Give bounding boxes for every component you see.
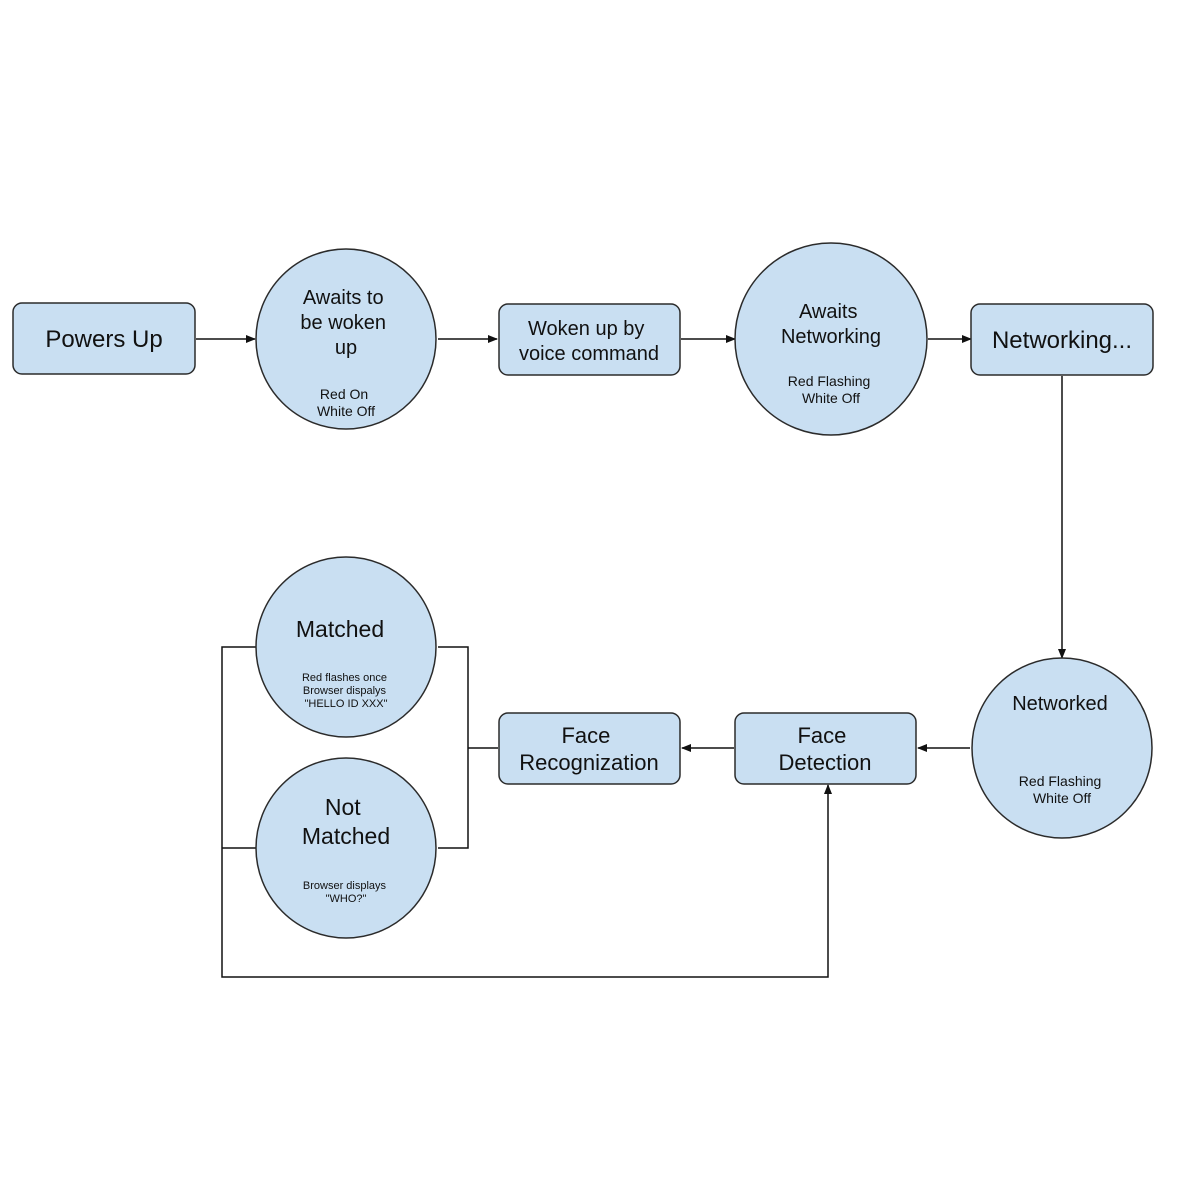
awaits-woken-status-line-1: Red On <box>320 386 368 402</box>
networked-status-line-1: Red Flashing <box>1019 773 1102 789</box>
face-detection-label-line-2: Detection <box>779 750 872 775</box>
awaits-woken-circle <box>255 248 437 430</box>
not-matched-status-line-1: Browser displays <box>303 880 387 892</box>
networked-circle <box>971 657 1153 839</box>
svg-text:Powers Up: Powers Up <box>45 326 162 353</box>
awaits-network-label-line-2: Networking <box>781 326 881 348</box>
networking-box <box>970 303 1154 376</box>
networking-label-line-1: Networking... <box>992 327 1132 354</box>
matched-status-line-1: Red flashes once <box>302 672 387 684</box>
awaits-woken-label-line-2: be woken <box>300 312 386 334</box>
svg-text:Not Matched: Not Matched <box>302 794 390 849</box>
svg-text:Awaits to be woken: Awaits to be woken up <box>300 287 391 359</box>
svg-text:Red On White Off: Red On White Off <box>317 386 375 419</box>
awaits-network-label-line-1: Awaits <box>799 301 858 323</box>
awaits-network-status-line-2: White Off <box>802 390 860 406</box>
powers-up-label-line-1: Powers Up <box>45 326 162 353</box>
svg-text:Networked: Networked <box>1012 693 1108 715</box>
node-networking: Networking... <box>970 303 1154 376</box>
edge-results-loop-back <box>221 646 832 978</box>
node-awaits-network: Awaits Networking Red Flashing White Off <box>734 242 928 436</box>
matched-label-line-1: Matched <box>296 616 384 642</box>
woken-voice-box <box>498 303 681 376</box>
networked-status-line-2: White Off <box>1033 790 1091 806</box>
face-recognition-label-line-1: Face <box>561 723 610 748</box>
woken-voice-label-line-2: voice command <box>519 343 659 365</box>
awaits-woken-label-line-1: Awaits to <box>303 287 384 309</box>
node-woken-voice: Woken up by voice command <box>498 303 681 376</box>
awaits-woken-status-line-2: White Off <box>317 403 375 419</box>
face-detection-label-line-1: Face <box>797 723 846 748</box>
face-recognition-box <box>498 712 681 785</box>
not-matched-status-line-2: "WHO?" <box>326 893 367 905</box>
svg-text:Browser displays "WHO?": Browser displays "WHO?" <box>303 880 389 905</box>
not-matched-circle <box>255 757 437 939</box>
svg-text:Red Flashing White Off: Red Flashing White Off <box>788 373 874 406</box>
node-matched: Matched Red flashes once Browser dispaly… <box>255 556 437 738</box>
awaits-woken-label-line-3: up <box>335 337 357 359</box>
matched-status-line-2: Browser dispalys <box>303 685 387 697</box>
awaits-network-circle <box>734 242 928 436</box>
node-face-detection: Face Detection <box>734 712 917 785</box>
connectors <box>196 335 1066 978</box>
woken-voice-label-line-1: Woken up by <box>528 318 644 340</box>
node-awaits-woken: Awaits to be woken up Red On White Off <box>255 248 437 430</box>
svg-text:Woken up by voice comman: Woken up by voice command <box>519 318 659 365</box>
face-recognition-label-line-2: Recognization <box>519 750 658 775</box>
svg-text:Red flashes once Browser: Red flashes once Browser dispalys "HELLO… <box>302 672 390 710</box>
svg-text:Face Recognization: Face Recognization <box>519 723 658 775</box>
not-matched-label-line-2: Matched <box>302 823 390 849</box>
awaits-network-status-line-1: Red Flashing <box>788 373 871 389</box>
edge-face-recognition-to-results <box>438 646 469 849</box>
svg-text:Networking...: Networking... <box>992 327 1132 354</box>
matched-status-line-3: "HELLO ID XXX" <box>304 698 387 710</box>
svg-text:Red Flashing White Off: Red Flashing White Off <box>1019 773 1105 806</box>
not-matched-label-line-1: Not <box>325 794 361 820</box>
node-networked: Networked Red Flashing White Off <box>971 657 1153 839</box>
svg-text:Awaits Networking: Awaits Networking <box>781 301 881 348</box>
node-powers-up: Powers Up <box>12 302 196 375</box>
svg-text:Face Detection: Face Detection <box>779 723 872 775</box>
face-detection-box <box>734 712 917 785</box>
powers-up-box <box>12 302 196 375</box>
node-not-matched: Not Matched Browser displays "WHO?" <box>255 757 437 939</box>
svg-text:Matched: Matched <box>296 616 384 642</box>
matched-circle <box>255 556 437 738</box>
networked-label-line-1: Networked <box>1012 693 1108 715</box>
node-face-recognition: Face Recognization <box>498 712 681 785</box>
